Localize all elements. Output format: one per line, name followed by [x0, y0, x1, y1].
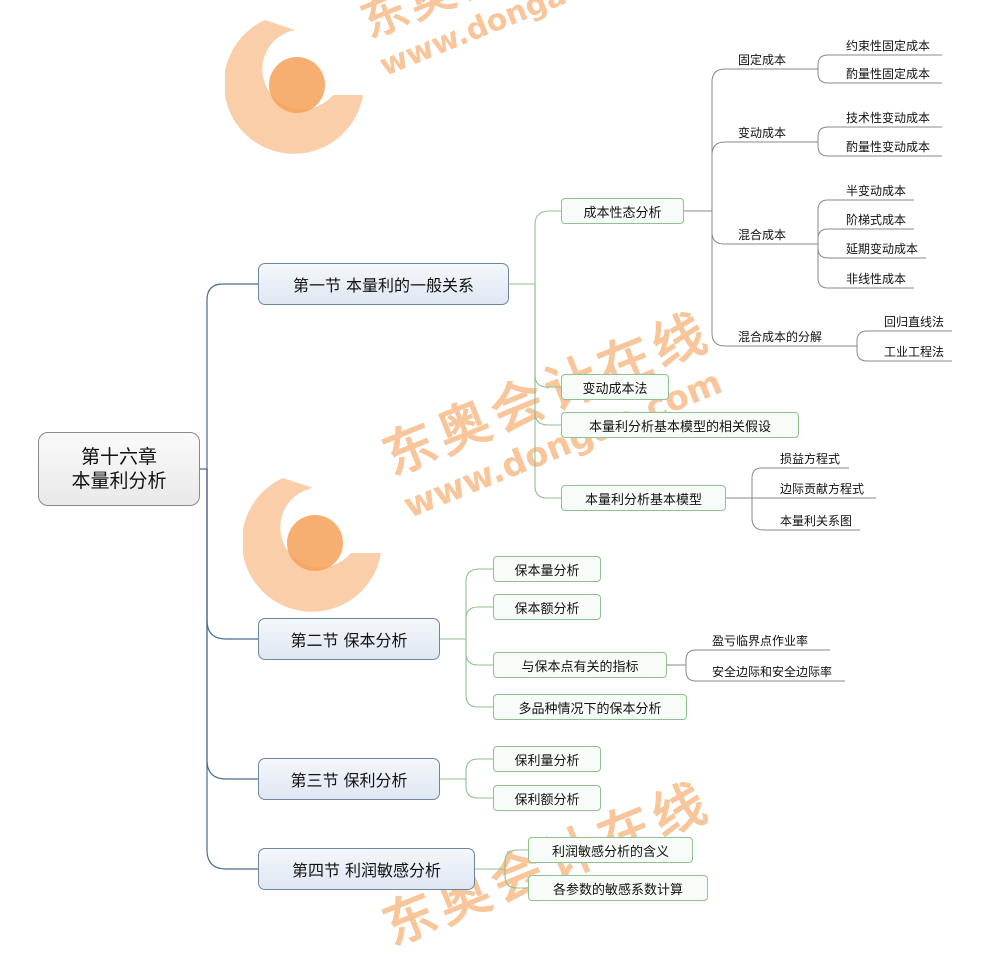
breakeven-rate-label[interactable]: 盈亏临界点作业率	[712, 634, 809, 648]
section-1-node[interactable]: 第一节 本量利的一般关系	[258, 263, 509, 305]
cost-behavior-node[interactable]: 成本性态分析	[561, 198, 684, 224]
mixed-cost-label[interactable]: 混合成本	[738, 228, 787, 242]
sensitivity-coefficient-node[interactable]: 各参数的敏感系数计算	[528, 875, 708, 901]
mindmap-connectors	[200, 54, 952, 889]
pl-equation-label[interactable]: 损益方程式	[780, 452, 841, 466]
multi-product-node[interactable]: 多品种情况下的保本分析	[493, 694, 687, 720]
root-title-line1: 第十六章	[80, 446, 157, 468]
root-node[interactable]: 第十六章 本量利分析	[38, 432, 200, 506]
discretionary-variable-cost-label[interactable]: 酌量性变动成本	[846, 140, 931, 154]
profit-amount-node[interactable]: 保利额分析	[493, 785, 601, 811]
mixed-cost-decomposition-label[interactable]: 混合成本的分解	[738, 330, 823, 344]
variable-costing-node[interactable]: 变动成本法	[561, 374, 669, 400]
section-2-node[interactable]: 第二节 保本分析	[258, 618, 440, 660]
breakeven-volume-node[interactable]: 保本量分析	[493, 556, 601, 582]
breakeven-amount-node[interactable]: 保本额分析	[493, 594, 601, 620]
section-3-node[interactable]: 第三节 保利分析	[258, 758, 440, 800]
step-cost-label[interactable]: 阶梯式成本	[846, 213, 907, 227]
nonlinear-cost-label[interactable]: 非线性成本	[846, 272, 907, 286]
basic-model-node[interactable]: 本量利分析基本模型	[561, 485, 726, 511]
safety-margin-label[interactable]: 安全边际和安全边际率	[712, 665, 833, 679]
regression-method-label[interactable]: 回归直线法	[884, 315, 945, 329]
assumptions-node[interactable]: 本量利分析基本模型的相关假设	[561, 412, 799, 438]
related-indicators-node[interactable]: 与保本点有关的指标	[493, 652, 667, 678]
fixed-cost-label[interactable]: 固定成本	[738, 53, 787, 67]
committed-fixed-cost-label[interactable]: 约束性固定成本	[846, 39, 931, 53]
engineering-method-label[interactable]: 工业工程法	[884, 345, 945, 359]
root-title-line2: 本量利分析	[71, 470, 167, 492]
discretionary-fixed-cost-label[interactable]: 酌量性固定成本	[846, 67, 931, 81]
semi-variable-cost-label[interactable]: 半变动成本	[846, 184, 907, 198]
cvp-chart-label[interactable]: 本量利关系图	[780, 514, 853, 528]
section-4-node[interactable]: 第四节 利润敏感分析	[258, 848, 475, 890]
technical-variable-cost-label[interactable]: 技术性变动成本	[846, 111, 931, 125]
profit-volume-node[interactable]: 保利量分析	[493, 746, 601, 772]
margin-equation-label[interactable]: 边际贡献方程式	[780, 482, 865, 496]
sensitivity-meaning-node[interactable]: 利润敏感分析的含义	[528, 837, 693, 863]
delayed-variable-cost-label[interactable]: 延期变动成本	[846, 242, 919, 256]
variable-cost-label[interactable]: 变动成本	[738, 126, 787, 140]
